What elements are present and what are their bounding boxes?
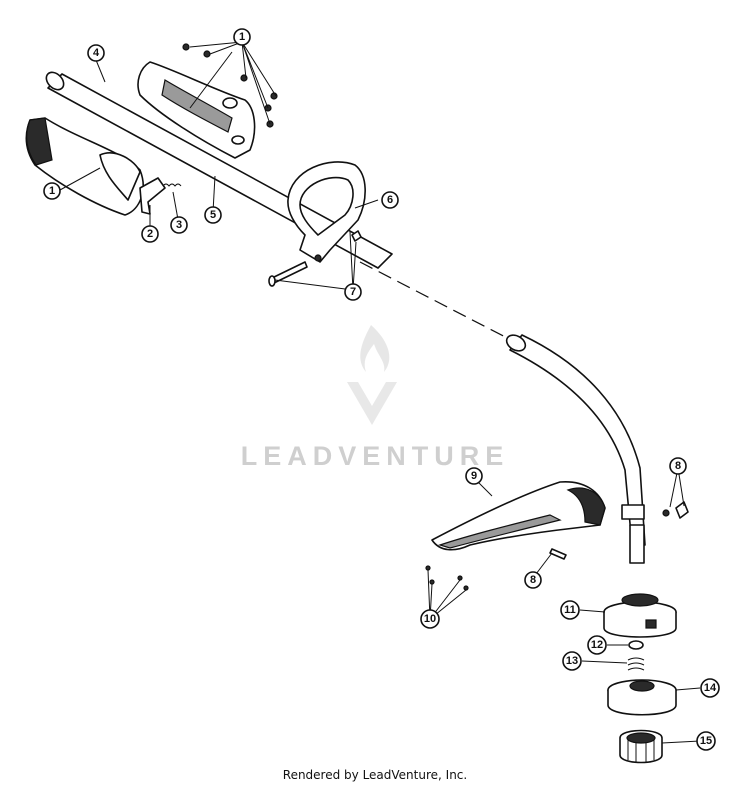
callout-6[interactable]: 6	[381, 191, 399, 209]
svg-text:6: 6	[387, 194, 393, 206]
handle-bolt	[268, 261, 308, 287]
svg-text:9: 9	[471, 470, 477, 482]
callout-8-guard-screw[interactable]: 8	[524, 571, 542, 589]
svg-text:13: 13	[566, 655, 578, 667]
guard-screws	[425, 548, 567, 591]
callout-15[interactable]: 15	[696, 731, 716, 751]
callout-1-handle[interactable]: 1	[43, 182, 61, 200]
callout-4[interactable]: 4	[87, 44, 105, 62]
trimmer-head-housing	[603, 593, 677, 638]
handle-housing-half	[137, 61, 256, 159]
svg-text:2: 2	[147, 228, 153, 240]
washer	[628, 640, 644, 650]
callout-1-screws[interactable]: 1	[233, 28, 251, 46]
svg-text:3: 3	[176, 219, 182, 231]
callout-10[interactable]: 10	[420, 609, 440, 629]
svg-text:11: 11	[564, 604, 576, 616]
callout-13[interactable]: 13	[562, 651, 582, 671]
guard-clamp	[621, 501, 689, 520]
loop-handle	[287, 161, 366, 263]
svg-text:8: 8	[675, 460, 681, 472]
watermark-logo	[347, 325, 397, 425]
lower-curved-shaft	[505, 334, 646, 564]
leader-lines	[59, 51, 701, 744]
footer-credit: Rendered by LeadVenture, Inc.	[282, 768, 468, 782]
callout-11[interactable]: 11	[560, 600, 580, 620]
svg-text:14: 14	[704, 682, 717, 694]
svg-text:1: 1	[239, 31, 245, 43]
callout-3[interactable]: 3	[170, 216, 188, 234]
watermark-text: LEADVENTURE	[240, 441, 510, 471]
callout-2[interactable]: 2	[141, 225, 159, 243]
trimmer-guard	[431, 481, 606, 551]
spring	[627, 657, 645, 671]
rear-handle-grip	[25, 117, 144, 216]
svg-text:12: 12	[591, 639, 603, 651]
svg-text:15: 15	[700, 735, 712, 747]
callout-5[interactable]: 5	[204, 206, 222, 224]
bump-knob	[619, 729, 663, 764]
trigger-and-spring	[139, 177, 182, 215]
svg-text:7: 7	[350, 286, 356, 298]
callout-7[interactable]: 7	[344, 283, 362, 301]
callout-8-clamp[interactable]: 8	[669, 457, 687, 475]
svg-text:10: 10	[424, 613, 436, 625]
alignment-line	[359, 261, 516, 343]
callout-12[interactable]: 12	[587, 635, 607, 655]
callout-9[interactable]: 9	[465, 467, 483, 485]
svg-text:8: 8	[530, 574, 536, 586]
callout-14[interactable]: 14	[700, 678, 720, 698]
svg-text:4: 4	[93, 47, 100, 59]
spool	[607, 679, 677, 716]
svg-text:5: 5	[210, 209, 216, 221]
svg-text:1: 1	[49, 185, 55, 197]
